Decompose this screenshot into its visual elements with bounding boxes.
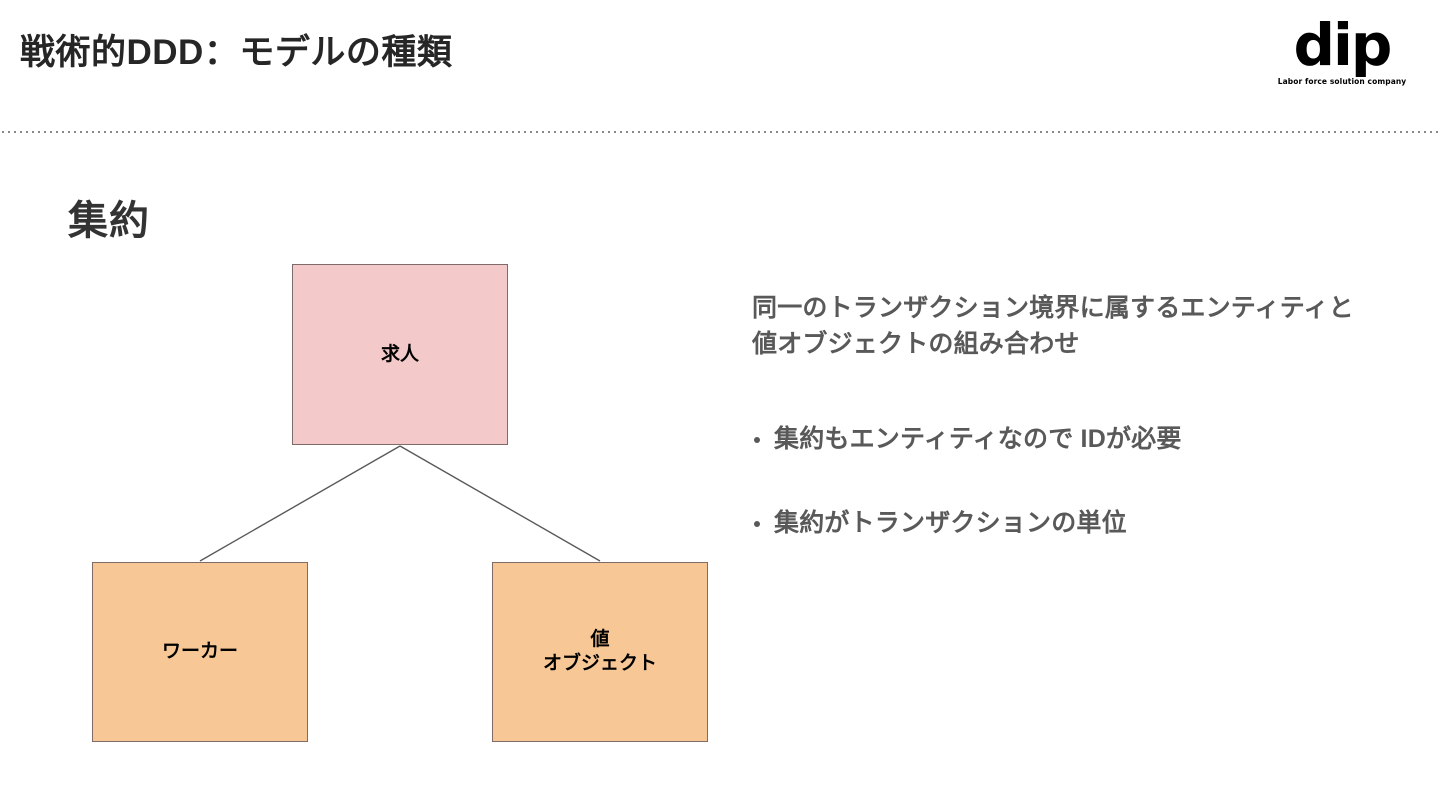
bullet-list: 集約もエンティティなので IDが必要 集約がトランザクションの単位	[752, 422, 1392, 540]
diagram-node-worker-label: ワーカー	[161, 641, 238, 663]
aggregate-diagram: 求人 ワーカー 値 オブジェクト	[92, 264, 708, 742]
diagram-node-value-object[interactable]: 値 オブジェクト	[492, 562, 708, 742]
diagram-node-worker[interactable]: ワーカー	[92, 562, 308, 742]
logo-tagline: Labor force solution company	[1277, 77, 1407, 86]
header-divider	[0, 131, 1440, 133]
description-paragraph: 同一のトランザクション境界に属するエンティティと値オブジェクトの組み合わせ	[752, 294, 1354, 358]
page-title: 戦術的DDD：モデルの種類	[20, 33, 453, 72]
logo-wordmark: dip	[1293, 11, 1393, 79]
section-heading: 集約	[68, 199, 150, 243]
diagram-node-root-label: 求人	[380, 343, 419, 365]
bullet-item-1: 集約もエンティティなので IDが必要	[752, 422, 1392, 456]
edge-root-to-right	[399, 445, 601, 562]
diagram-node-value-object-label-line2: オブジェクト	[542, 653, 657, 674]
diagram-node-root[interactable]: 求人	[292, 264, 508, 445]
slide-header: 戦術的DDD：モデルの種類 dip Labor force solution c…	[0, 0, 1440, 132]
diagram-node-value-object-label: 値 オブジェクト	[543, 628, 657, 676]
content-column: 同一のトランザクション境界に属するエンティティと値オブジェクトの組み合わせ 集約…	[752, 290, 1392, 540]
edge-root-to-left	[199, 445, 401, 562]
dip-logo: dip Labor force solution company	[1272, 14, 1412, 86]
diagram-node-value-object-label-line1: 値	[590, 629, 610, 651]
bullet-item-2: 集約がトランザクションの単位	[752, 506, 1392, 540]
